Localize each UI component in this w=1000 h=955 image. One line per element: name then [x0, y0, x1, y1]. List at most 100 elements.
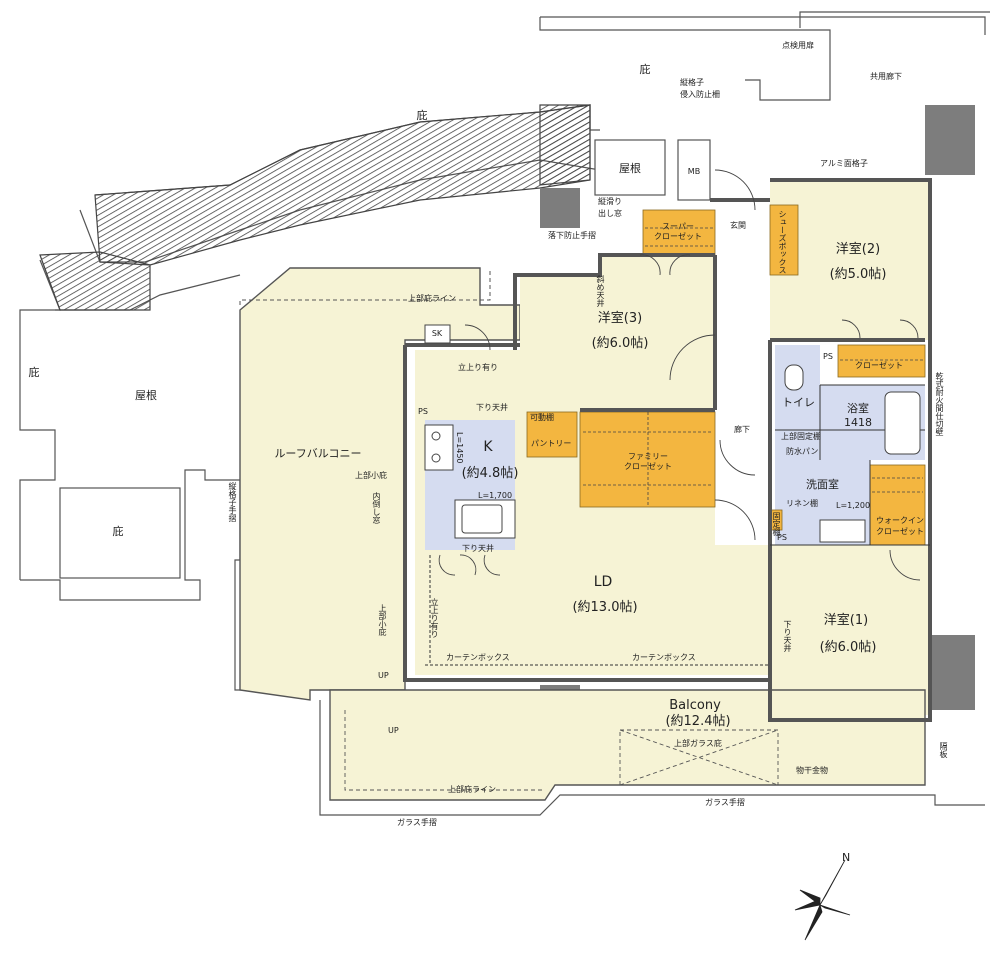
- super-closet-label: スーパー クローゼット: [654, 222, 702, 242]
- upper-glass-eaves-label: 上部ガラス庇: [674, 739, 722, 748]
- sink: [461, 504, 503, 534]
- laundry-label: 物干金物: [796, 766, 828, 775]
- balcony-name: Balcony: [669, 698, 721, 713]
- glass-rail-right-label: ガラス手摺: [705, 798, 745, 807]
- curtain-box-2-label: カーテンボックス: [632, 653, 696, 662]
- pantry-label: パントリー: [531, 439, 572, 448]
- aluminum-lattice-label: アルミ面格子: [820, 159, 868, 168]
- sk-label: SK: [431, 329, 443, 338]
- shared-corridor-label: 共用廊下: [870, 72, 902, 81]
- mb-box: [677, 139, 711, 201]
- kitchen-fixtures: [424, 324, 921, 543]
- bath-name: 浴室: [847, 402, 869, 415]
- wash-basin: [819, 519, 866, 543]
- sk-sink: [424, 324, 451, 344]
- vertical-rail-label: 縦格子手摺: [228, 482, 237, 522]
- toilet-label: トイレ: [782, 396, 815, 409]
- thin-lines: [425, 384, 930, 666]
- closets: [526, 204, 926, 546]
- l1700-label: L=1,700: [478, 491, 513, 500]
- room1-area: [770, 545, 930, 715]
- l1450-label: L=1450: [455, 432, 464, 464]
- upper-shelf-label: 上部固定棚: [781, 432, 821, 441]
- glass-rail-left-label: ガラス手摺: [397, 818, 437, 827]
- up1-label: UP: [378, 671, 389, 680]
- toilet-bowl: [784, 364, 804, 391]
- eaves-lower-left-label: 庇: [112, 525, 124, 538]
- room2-area: [770, 180, 930, 340]
- balcony-rail: [319, 700, 985, 816]
- compass-rose: [794, 859, 851, 941]
- family-closet-label: ファミリー クローゼット: [624, 452, 672, 472]
- linen-label: リネン棚: [786, 499, 818, 508]
- pantry-fill: [526, 411, 578, 458]
- step-up-1-label: 立上り有り: [458, 363, 498, 372]
- k-name: K: [483, 439, 493, 455]
- k-size: (約4.8帖): [461, 466, 519, 481]
- lattice-guard-label: 縦格子 侵入防止柵: [680, 78, 720, 99]
- waterproof-pan-label: 防水パン: [786, 447, 819, 456]
- eaves-top-label: 庇: [639, 63, 651, 76]
- bathtub: [884, 391, 921, 455]
- ps3-label: PS: [777, 533, 787, 542]
- room2-name: 洋室(2): [835, 242, 881, 257]
- room2-size: (約5.0帖): [829, 267, 887, 282]
- room1-name: 洋室(1): [823, 613, 869, 628]
- eaves-left-label: 庇: [28, 366, 40, 379]
- upper-roof-box: [594, 139, 666, 196]
- eaves-line-upper: [239, 268, 491, 305]
- interior-rooms: [415, 180, 930, 715]
- walkin-label: ウォークイン クローゼット: [876, 516, 924, 537]
- step-up-2-label: 立上り有り: [430, 598, 439, 638]
- column-3: [925, 635, 975, 710]
- fall-rail-label: 落下防止手摺: [548, 231, 596, 240]
- sliding-window-label: 縦滑り 出し窓: [598, 197, 622, 218]
- entrance-label: 玄関: [730, 221, 746, 230]
- balcony-size: (約12.4帖): [665, 714, 731, 729]
- eaves-line-upper-label: 上部庇ライン: [408, 294, 456, 303]
- roof-slope-hatch: [39, 104, 591, 311]
- movable-shelf-label: 可動棚: [530, 413, 554, 422]
- room1-size: (約6.0帖): [819, 640, 877, 655]
- closet-rails: [583, 227, 923, 507]
- ps1-label: PS: [823, 352, 833, 361]
- drop-ceiling-k2-label: 下り天井: [462, 544, 494, 553]
- drop-ceiling-r1-label: 下り天井: [783, 620, 792, 652]
- shoes-box-fill: [769, 204, 799, 276]
- closet-r2-label: クローゼット: [855, 361, 903, 370]
- room3-size: (約6.0帖): [591, 336, 649, 351]
- corridor-area: [715, 220, 770, 545]
- shoes-box-label: シューズボックス: [778, 210, 787, 274]
- drop-ceiling-k-label: 下り天井: [476, 403, 508, 412]
- room3-area: [520, 255, 715, 410]
- dry-fire-wall-label: 乾式耐火間仕切壁: [935, 372, 944, 436]
- roof-left-label: 屋根: [135, 389, 157, 402]
- slanted-ceiling-label: 斜め天井: [596, 275, 605, 307]
- eaves-line-lower-label: 上部庇ライン: [448, 785, 496, 794]
- column-1: [540, 188, 580, 228]
- up2-label: UP: [388, 726, 399, 735]
- lower-eaves-box: [59, 487, 181, 579]
- partition-label: 隔板: [939, 742, 948, 758]
- upper-small-eaves-label: 上部小庇: [355, 471, 387, 480]
- inspection-door-label: 点検用扉: [782, 41, 814, 50]
- closet-r2-fill: [837, 344, 926, 378]
- washroom-label: 洗面室: [806, 478, 839, 491]
- eaves-upper-label: 庇: [416, 109, 428, 122]
- upper-glass-eaves-lines: [344, 710, 779, 791]
- door-swings: [438, 169, 921, 581]
- l1200-label: L=1,200: [836, 501, 871, 510]
- room3-name: 洋室(3): [597, 311, 643, 326]
- north-label: N: [842, 851, 851, 864]
- family-closet-fill: [579, 411, 716, 508]
- ld-name: LD: [593, 574, 613, 590]
- fixed-shelf-label: 固定棚: [772, 512, 781, 536]
- mb-label: MB: [687, 167, 701, 176]
- corridor-label: 廊下: [734, 425, 750, 434]
- ps2-label: PS: [418, 407, 428, 416]
- ld-size: (約13.0帖): [572, 600, 638, 615]
- roof-balcony-label: ルーフバルコニー: [274, 447, 362, 460]
- curtain-box-1-label: カーテンボックス: [446, 653, 510, 662]
- inner-window-label: 内倒し窓: [372, 492, 381, 524]
